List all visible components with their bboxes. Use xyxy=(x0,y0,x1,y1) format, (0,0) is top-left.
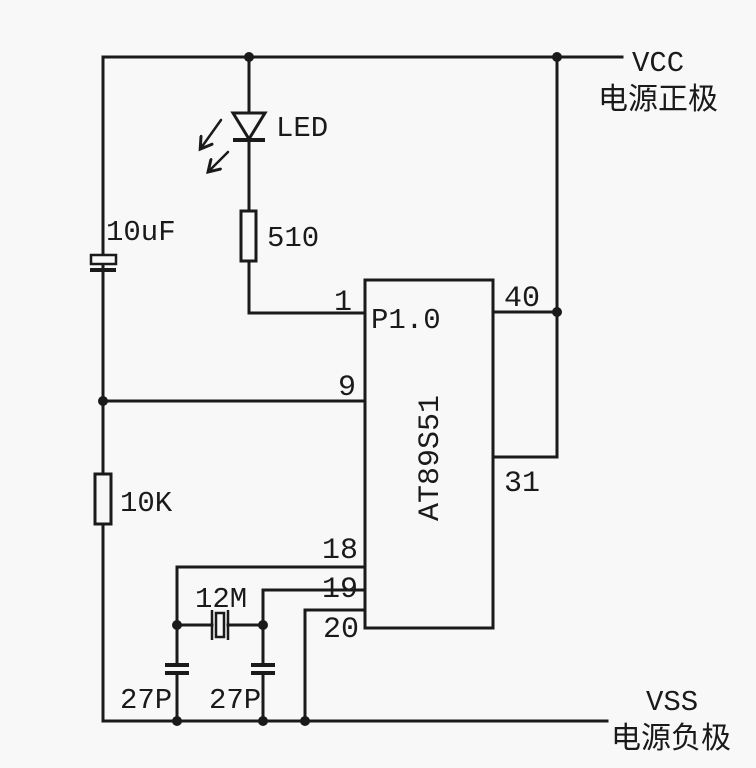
crystal-body xyxy=(214,611,226,639)
labels: 1 9 18 19 20 40 31 P1.0 AT89S51 LED 510 … xyxy=(106,47,731,756)
reset-resistor-value-label: 10K xyxy=(120,487,173,520)
mcu-port-label: P1.0 xyxy=(371,304,441,337)
junction-dot xyxy=(552,52,562,62)
junction-dot xyxy=(172,620,182,630)
capacitor-plate-top xyxy=(89,253,118,266)
pin9-label: 9 xyxy=(338,371,356,405)
pin31-label: 31 xyxy=(504,467,540,501)
led-light-arrow xyxy=(209,150,230,171)
vss-label: VSS xyxy=(646,686,698,719)
pin19-label: 19 xyxy=(322,573,358,607)
crystal-symbol xyxy=(210,610,230,640)
load-capacitor-left-value-label: 27P xyxy=(120,684,172,717)
pin20-gnd-wire xyxy=(303,608,367,723)
load-capacitor-left-symbol xyxy=(165,663,189,675)
pin1-label: 1 xyxy=(334,286,352,320)
load-capacitor-right-symbol xyxy=(251,663,275,675)
pin18-xtal1-wire xyxy=(175,565,367,627)
reset-capacitor-symbol xyxy=(89,253,118,272)
reset-capacitor-value-label: 10uF xyxy=(106,216,176,249)
junction-dot xyxy=(98,396,108,406)
vcc-cn-label: 电源正极 xyxy=(598,82,718,117)
pin19-xtal2-wire xyxy=(261,588,367,627)
junction-dot xyxy=(172,716,182,726)
junction-dot xyxy=(258,716,268,726)
pin18-label: 18 xyxy=(322,534,358,568)
reset-resistor-body xyxy=(93,472,113,526)
vcc-label: VCC xyxy=(632,47,684,80)
vss-cn-label: 电源负极 xyxy=(611,721,731,756)
junction-dot xyxy=(244,52,254,62)
led-resistor-body xyxy=(239,209,258,263)
led-symbol xyxy=(201,111,268,171)
junction-dot xyxy=(300,716,310,726)
mcu-body xyxy=(363,278,495,630)
resistor-to-pin1-wire xyxy=(247,259,367,315)
mcu-part-number-label: AT89S51 xyxy=(414,395,448,521)
led-light-arrow xyxy=(201,118,223,148)
load-capacitor-right-value-label: 27P xyxy=(209,684,261,717)
junction-dots xyxy=(98,52,562,726)
led-label: LED xyxy=(276,112,328,145)
pin20-label: 20 xyxy=(323,613,359,647)
led-resistor-value-label: 510 xyxy=(267,222,319,255)
crystal-value-label: 12M xyxy=(195,583,247,616)
junction-dot xyxy=(258,620,268,630)
wiring xyxy=(101,55,624,723)
junction-dot xyxy=(552,307,562,317)
led-triangle xyxy=(230,111,268,142)
pin40-label: 40 xyxy=(504,282,540,316)
